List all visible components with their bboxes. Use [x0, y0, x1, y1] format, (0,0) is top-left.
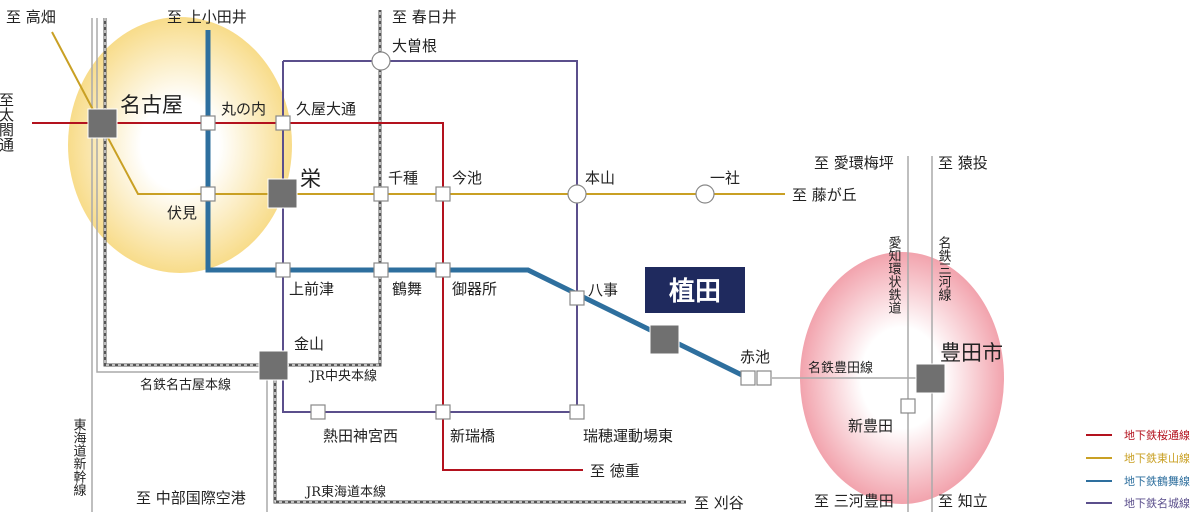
- legend-tsurumai: 地下鉄鶴舞線: [1124, 474, 1190, 488]
- label-ozone: 大曽根: [392, 37, 437, 55]
- station-kanayama[interactable]: [258, 350, 289, 381]
- sakura-dori-line: [32, 122, 583, 471]
- dest-sanage: 至 猿投: [938, 154, 988, 172]
- station-marunouchi[interactable]: [200, 115, 216, 131]
- label-chikusa: 千種: [388, 169, 418, 187]
- stations: [87, 51, 946, 420]
- label-akaike: 赤池: [740, 348, 770, 366]
- station-aratamabashi[interactable]: [435, 404, 451, 420]
- station-fushimi[interactable]: [200, 186, 216, 202]
- label-jr-tokaido: JR東海道本線: [304, 484, 386, 500]
- label-nagoya: 名古屋: [120, 93, 183, 117]
- dest-aikan-umetsubo: 至 愛環梅坪: [814, 154, 894, 172]
- highlight-box: [645, 267, 745, 313]
- label-marunouchi: 丸の内: [221, 100, 266, 118]
- label-fushimi: 伏見: [167, 204, 197, 222]
- station-mizuho[interactable]: [569, 404, 585, 420]
- dest-chiryu: 至 知立: [938, 492, 988, 510]
- higashiyama-line: [51, 31, 785, 195]
- destination-labels: 至 高畑 至 上小田井 至 春日井 至 藤が丘 至 愛環梅坪 至 猿投 至 徳重…: [0, 8, 988, 512]
- station-ueda[interactable]: [649, 324, 680, 355]
- station-atsutajingunishi[interactable]: [310, 404, 326, 420]
- dest-takabata: 至 高畑: [6, 8, 56, 26]
- highlight-label: 植田: [669, 277, 721, 307]
- label-hisaya: 久屋大通: [296, 100, 356, 118]
- dest-fujigaoka: 至 藤が丘: [792, 186, 857, 204]
- dest-mikawatoyota: 至 三河豊田: [814, 492, 894, 510]
- dest-taikodori: 至太閤通: [0, 92, 15, 152]
- rail-line-labels: 名鉄名古屋本線 JR中央本線 JR東海道本線 名鉄豊田線 東海道新幹線 愛知環状…: [71, 235, 952, 500]
- station-motoyama[interactable]: [567, 184, 587, 204]
- label-meitetsu-toyota: 名鉄豊田線: [808, 360, 873, 376]
- station-yagoto[interactable]: [569, 290, 585, 306]
- label-kamimaezu: 上前津: [289, 280, 334, 298]
- legend: 地下鉄桜通線 地下鉄東山線 地下鉄鶴舞線 地下鉄名城線: [1086, 428, 1190, 510]
- label-mizuho: 瑞穂運動場東: [583, 427, 673, 445]
- station-sakae[interactable]: [267, 178, 298, 209]
- dest-kariya: 至 刈谷: [694, 494, 744, 512]
- station-tsurumai[interactable]: [373, 262, 389, 278]
- label-atsutajingunishi: 熱田神宮西: [323, 427, 398, 445]
- label-motoyama: 本山: [585, 169, 615, 187]
- label-gokiso: 御器所: [452, 280, 497, 298]
- station-kamimaezu[interactable]: [275, 262, 291, 278]
- label-toyotashi: 豊田市: [940, 341, 1003, 365]
- label-shintoyota: 新豊田: [848, 417, 893, 435]
- station-nagoya[interactable]: [87, 108, 118, 139]
- label-shinkansen: 東海道新幹線: [71, 417, 87, 496]
- legend-higashiyama: 地下鉄東山線: [1124, 451, 1190, 465]
- label-meitetsu-nagoya: 名鉄名古屋本線: [140, 377, 231, 393]
- station-toyotashi[interactable]: [915, 363, 946, 394]
- label-meitetsu-mikawa: 名鉄三河線: [936, 235, 952, 301]
- station-hisaya[interactable]: [275, 115, 291, 131]
- label-issha: 一社: [710, 169, 740, 187]
- dest-tokushige: 至 徳重: [590, 462, 640, 480]
- tsurumai-line: [205, 30, 750, 381]
- dest-kamiotai: 至 上小田井: [167, 8, 247, 26]
- label-jr-chuo: JR中央本線: [308, 368, 377, 384]
- station-labels: 名古屋 栄 金山 豊田市 丸の内 久屋大通 伏見 千種 今池 本山 一社 大曽根…: [120, 37, 1003, 445]
- legend-meijo: 地下鉄名城線: [1124, 496, 1190, 510]
- station-issha[interactable]: [695, 184, 715, 204]
- station-chikusa[interactable]: [373, 186, 389, 202]
- label-sakae: 栄: [300, 167, 321, 191]
- station-akaike[interactable]: [740, 370, 756, 386]
- label-tsurumai: 鶴舞: [392, 280, 422, 298]
- station-imaike[interactable]: [435, 186, 451, 202]
- label-yagoto: 八事: [588, 281, 618, 299]
- dest-kasugai: 至 春日井: [392, 8, 457, 26]
- label-aratamabashi: 新瑞橋: [450, 427, 495, 445]
- label-kanayama: 金山: [294, 335, 324, 353]
- label-aikan: 愛知環状鉄道: [886, 236, 902, 314]
- dest-centrair: 至 中部国際空港: [136, 489, 246, 507]
- nagoya-area-glow: [68, 17, 292, 273]
- legend-sakura: 地下鉄桜通線: [1124, 428, 1190, 442]
- station-shintoyota[interactable]: [900, 398, 916, 414]
- station-ozone[interactable]: [371, 51, 391, 71]
- label-imaike: 今池: [452, 169, 482, 187]
- station-akaike-2[interactable]: [756, 370, 772, 386]
- station-gokiso[interactable]: [435, 262, 451, 278]
